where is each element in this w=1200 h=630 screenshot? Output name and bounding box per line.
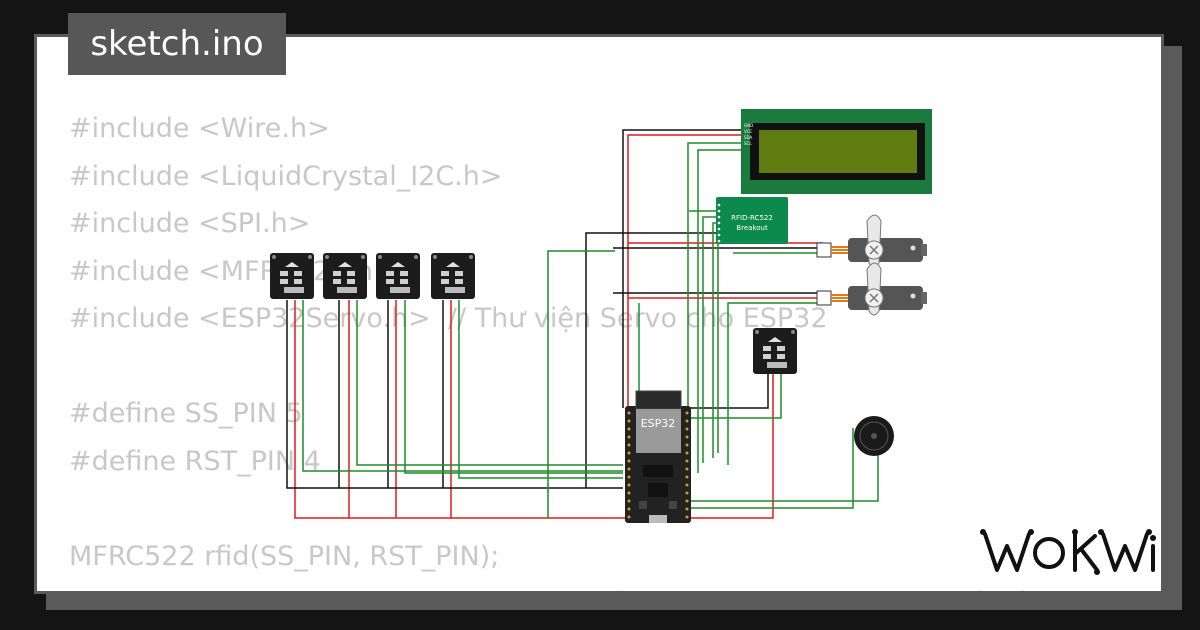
wire-green [404,300,623,474]
code-editor: #include <Wire.h> #include <LiquidCrystal… [69,105,1075,591]
lcd-pin-label: SCL [744,141,752,146]
rfid-label: RFID-RC522 [731,214,773,222]
wire-green [717,228,723,453]
esp32-board: ESP32 [625,390,691,523]
wire-black [689,373,769,409]
sensor-module-1 [270,253,314,299]
code-line: #include <Wire.h> [69,113,330,144]
file-tab-label: sketch.ino [90,24,264,64]
wire-green [356,300,623,466]
wire-green [687,142,748,483]
sensor-module-2 [323,253,367,299]
wire-green [458,300,623,479]
code-line: MFRC522 rfid(SS_PIN, RST_PIN); [69,540,500,572]
code-line: #define SS_PIN 5 [69,398,303,429]
lcd-pin-label: GND [744,123,753,128]
file-tab[interactable]: sketch.ino [68,13,286,75]
wire-red [627,134,748,518]
code-line: #include <LiquidCrystal_I2C.h> [69,160,503,192]
wokwi-logo-icon [980,529,1156,575]
lcd-pin-label: VCC [744,129,753,134]
wires [286,129,879,519]
lcd-pin-label: SDA [744,135,753,140]
wire-black [622,129,748,408]
circuit-diagram: GND VCC SDA SCL RFID-RC522 Breakout [270,109,932,523]
code-line: #define RST_PIN 4 [69,445,321,477]
preview-card: #include <Wire.h> #include <LiquidCrystal… [34,34,1164,594]
wire-green [689,428,854,509]
wire-red [294,300,774,519]
code-line: LiquidCrystal_I2C lcd(0x27, 16, 2); // Q… [69,580,1075,591]
rfid-module: RFID-RC522 Breakout [716,197,788,244]
buzzer [854,416,894,456]
wire-green [689,373,782,419]
code-line: #include <ESP32Servo.h> // Thư viện Serv… [69,303,828,334]
wire-green [689,448,879,502]
wire-green [727,302,823,465]
sensor-module-4 [431,253,475,299]
wire-green [547,250,615,518]
servo-motor-1 [816,214,927,268]
wire-green [697,149,748,473]
rfid-label-sub: Breakout [736,224,768,232]
esp32-label: ESP32 [641,417,676,430]
wire-green [302,300,623,472]
sensor-module-5 [753,328,797,374]
lcd-display: GND VCC SDA SCL [741,109,932,194]
wire-black [585,232,723,488]
sensor-module-3 [376,253,420,299]
servo-motor-2 [816,262,927,316]
wire-black [286,300,623,489]
code-line: #include <SPI.h> [69,208,311,239]
